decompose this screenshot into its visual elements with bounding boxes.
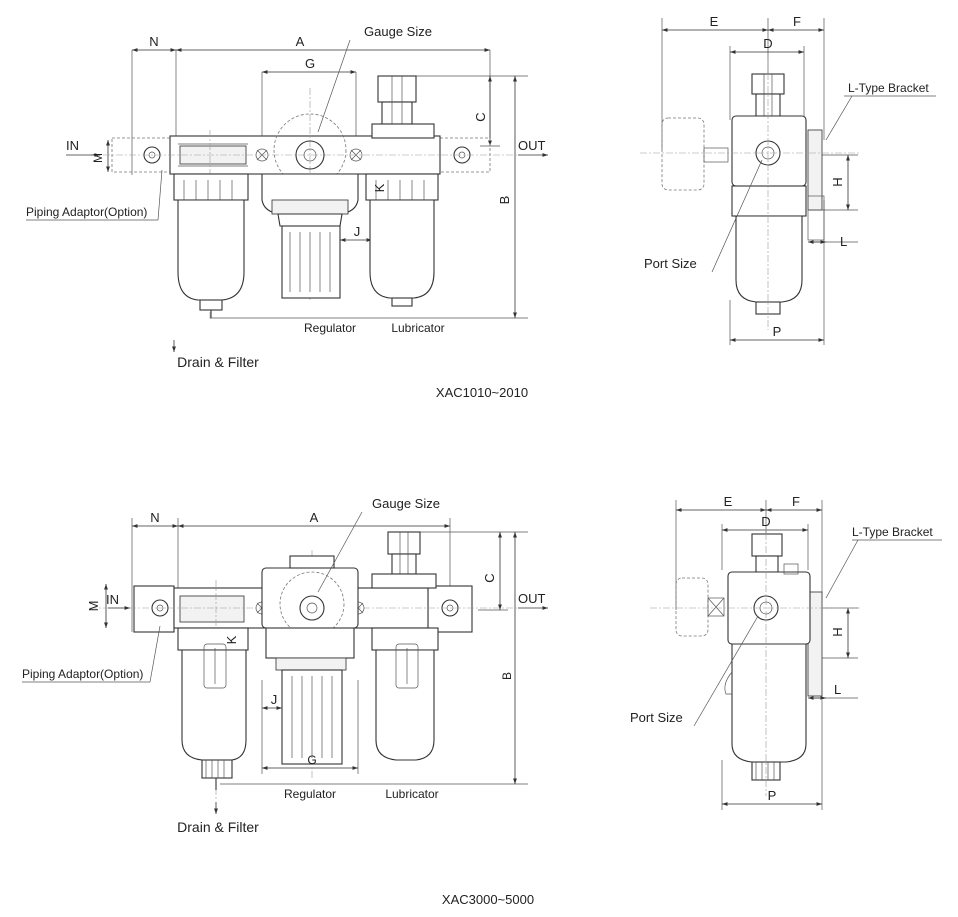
lubricator-label: Lubricator xyxy=(391,321,444,335)
gauge-size-label: Gauge Size xyxy=(364,24,432,39)
piping-adaptor-label: Piping Adaptor(Option) xyxy=(26,205,147,219)
in-label: IN xyxy=(106,592,119,607)
dim-p: P xyxy=(773,324,782,339)
port-size-label: Port Size xyxy=(644,256,697,271)
top-front-view: N A G C B M K J Gauge Size IN OUT Piping… xyxy=(26,24,548,400)
out-label: OUT xyxy=(518,591,546,606)
dim-c: C xyxy=(482,573,497,582)
dim-b: B xyxy=(500,672,514,680)
dim-a: A xyxy=(310,510,319,525)
dim-h: H xyxy=(830,177,845,186)
regulator-label: Regulator xyxy=(304,321,356,335)
dim-n: N xyxy=(149,34,158,49)
dim-p: P xyxy=(768,788,777,803)
drain-filter-label: Drain & Filter xyxy=(177,354,259,370)
dim-g: G xyxy=(305,56,315,71)
dim-l: L xyxy=(840,234,847,249)
dim-m: M xyxy=(91,153,105,163)
top-side-view: E F D H L P L-Type Bracket Port Size xyxy=(640,14,936,345)
dim-l: L xyxy=(834,682,841,697)
lubricator-label: Lubricator xyxy=(385,787,438,801)
port-size-label: Port Size xyxy=(630,710,683,725)
bracket-label: L-Type Bracket xyxy=(848,81,929,95)
dim-j: J xyxy=(354,224,361,239)
dim-k: K xyxy=(372,183,387,192)
dim-k: K xyxy=(224,635,239,644)
dim-d: D xyxy=(763,36,772,51)
bottom-front-view: N A G C B M K J Gauge Size IN OUT Piping… xyxy=(22,496,548,907)
dim-e: E xyxy=(710,14,719,29)
bracket-label: L-Type Bracket xyxy=(852,525,933,539)
dim-n: N xyxy=(150,510,159,525)
model-label-top: XAC1010~2010 xyxy=(436,385,528,400)
dim-c: C xyxy=(473,112,488,121)
model-label-bottom: XAC3000~5000 xyxy=(442,892,534,907)
dim-g: G xyxy=(307,753,316,767)
dim-f: F xyxy=(793,14,801,29)
bottom-side-view: E F D H L P L-Type Bracket Port Size xyxy=(630,494,942,810)
dim-d: D xyxy=(761,514,770,529)
dim-b: B xyxy=(497,196,512,205)
in-label: IN xyxy=(66,138,79,153)
dim-e: E xyxy=(724,494,733,509)
dim-a: A xyxy=(296,34,305,49)
drain-filter-label: Drain & Filter xyxy=(177,819,259,835)
gauge-size-label: Gauge Size xyxy=(372,496,440,511)
dim-f: F xyxy=(792,494,800,509)
piping-adaptor-label: Piping Adaptor(Option) xyxy=(22,667,143,681)
dim-j: J xyxy=(271,692,278,707)
regulator-label: Regulator xyxy=(284,787,336,801)
out-label: OUT xyxy=(518,138,546,153)
dim-m: M xyxy=(86,601,101,612)
dim-h: H xyxy=(830,627,845,636)
